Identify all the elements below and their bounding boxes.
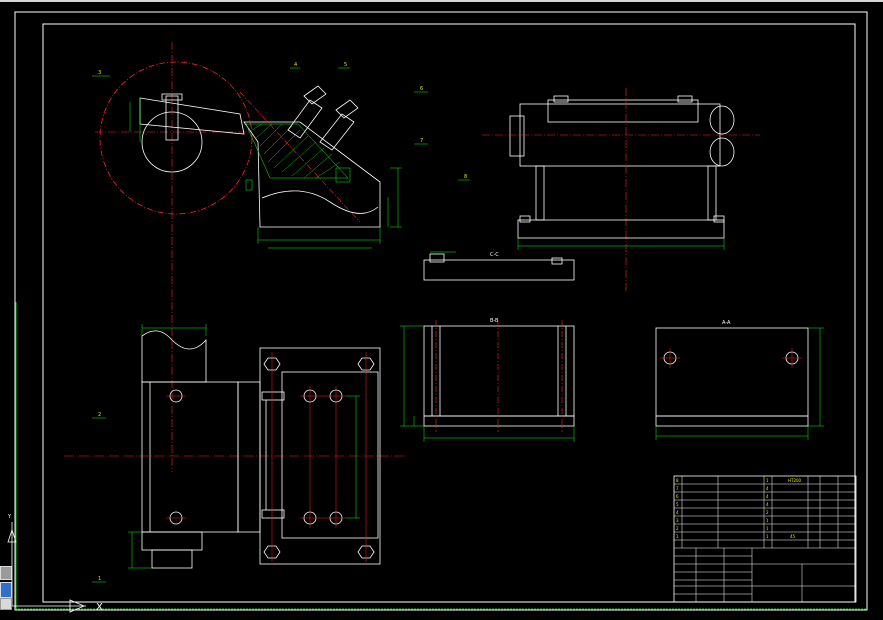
- plan-lower-step: [141, 531, 203, 551]
- plan-left-body: [141, 381, 239, 533]
- balloon-4: 4: [294, 62, 297, 68]
- inclined-centerline: [239, 91, 361, 223]
- svg-text:3: 3: [676, 518, 679, 523]
- inclined-body: [243, 121, 381, 228]
- svg-text:5: 5: [676, 502, 679, 507]
- balloon-5: 5: [344, 62, 347, 68]
- plan-mid-block: [237, 381, 261, 533]
- svg-text:1: 1: [766, 478, 769, 483]
- cc-tab-right: [551, 257, 563, 265]
- side-toolbar[interactable]: [0, 560, 12, 610]
- plan-right-inner: [281, 371, 379, 539]
- dims-aa: [655, 327, 824, 440]
- svg-text:8: 8: [676, 478, 679, 483]
- view-section-aa[interactable]: A-A: [655, 320, 824, 440]
- clamp-arm: [139, 97, 245, 135]
- toolbar-button-icon[interactable]: [0, 582, 12, 598]
- plan-hex-nuts: [263, 357, 375, 559]
- dims-view2: [517, 238, 725, 250]
- title-block[interactable]: 8 1 HT200 7 4 6 4 5 4 4 2 3 1 2 1 1 1 45: [673, 475, 857, 603]
- inclined-body-hatch: [245, 123, 349, 179]
- cc-tab-left: [429, 253, 445, 263]
- cylinder-top-block: [547, 99, 699, 123]
- balloon-6: 6: [420, 86, 423, 92]
- base-foot-right: [713, 215, 725, 223]
- dims-view1: [129, 98, 402, 249]
- svg-text:4: 4: [676, 510, 679, 515]
- svg-text:2: 2: [676, 526, 679, 531]
- balloon-3: 3: [98, 70, 101, 76]
- bom-grid: [674, 476, 856, 602]
- svg-text:1: 1: [766, 534, 769, 539]
- svg-text:1: 1: [766, 526, 769, 531]
- svg-text:4: 4: [766, 502, 769, 507]
- body-curve: [261, 190, 379, 214]
- toolbar-grip-icon[interactable]: [0, 566, 12, 580]
- dims-bb: [400, 325, 575, 442]
- bom-rows: 8 1 HT200 7 4 6 4 5 4 4 2 3 1 2 1 1 1 45: [676, 478, 802, 539]
- balloon-7: 7: [420, 138, 423, 144]
- dims-plan: [128, 324, 360, 569]
- view-cylinder-base[interactable]: [482, 88, 760, 292]
- view-section-bb[interactable]: B-B: [400, 318, 575, 442]
- view-section-cc[interactable]: C-C: [423, 251, 575, 281]
- bb-body: [423, 325, 575, 417]
- svg-text:1: 1: [766, 518, 769, 523]
- balloon-8: 8: [464, 174, 467, 180]
- wheel-outline: [99, 61, 253, 215]
- cylinder-right-end-bottom: [709, 137, 735, 167]
- clamp-nut: [161, 93, 183, 101]
- plan-top-lobe: [141, 330, 207, 383]
- section-aa-label: A-A: [722, 320, 731, 326]
- base-foot-left: [519, 215, 531, 223]
- bb-base: [423, 415, 575, 427]
- plan-hole-crosshairs: [166, 352, 367, 562]
- toolbar-panel-icon[interactable]: [0, 598, 12, 610]
- svg-text:2: 2: [766, 510, 769, 515]
- support-right: [707, 165, 717, 221]
- aa-base: [655, 415, 809, 427]
- base-plate: [517, 219, 725, 239]
- section-bb-label: B-B: [490, 318, 499, 324]
- plan-bottom-nub: [151, 549, 193, 569]
- svg-text:4: 4: [766, 494, 769, 499]
- ucs-y-label: Y: [7, 514, 12, 520]
- inclined-bolts: [287, 85, 359, 151]
- cc-plate: [423, 259, 575, 281]
- balloon-1: 1: [98, 576, 101, 582]
- svg-text:7: 7: [676, 486, 679, 491]
- cylinder-nut-right: [677, 95, 693, 103]
- view-plan[interactable]: [64, 324, 408, 569]
- svg-text:6: 6: [676, 494, 679, 499]
- cylinder-left-cap: [509, 115, 525, 157]
- support-left: [535, 165, 545, 221]
- cylinder-nut-left: [553, 95, 569, 103]
- drawing-frame: [42, 23, 856, 603]
- svg-text:4: 4: [766, 486, 769, 491]
- plan-bolt-holes: [303, 389, 343, 525]
- svg-text:45: 45: [790, 534, 796, 539]
- hatch-lines: [251, 123, 341, 179]
- ucs-x-label: X: [96, 602, 103, 613]
- ucs-icon: Y X: [7, 514, 103, 613]
- svg-text:HT200: HT200: [788, 478, 802, 483]
- window-top-edge: [0, 0, 883, 2]
- sheet-border: [14, 11, 868, 611]
- clamp-bolt: [165, 95, 179, 141]
- svg-text:1: 1: [676, 534, 679, 539]
- aa-body: [655, 327, 809, 417]
- plan-right-plate: [259, 347, 381, 565]
- balloon-2: 2: [98, 412, 101, 418]
- cylinder-right-end-top: [709, 105, 735, 135]
- section-cc-label: C-C: [490, 252, 499, 258]
- part-balloons: 3 4 5 6 7 8 2 1: [92, 62, 470, 583]
